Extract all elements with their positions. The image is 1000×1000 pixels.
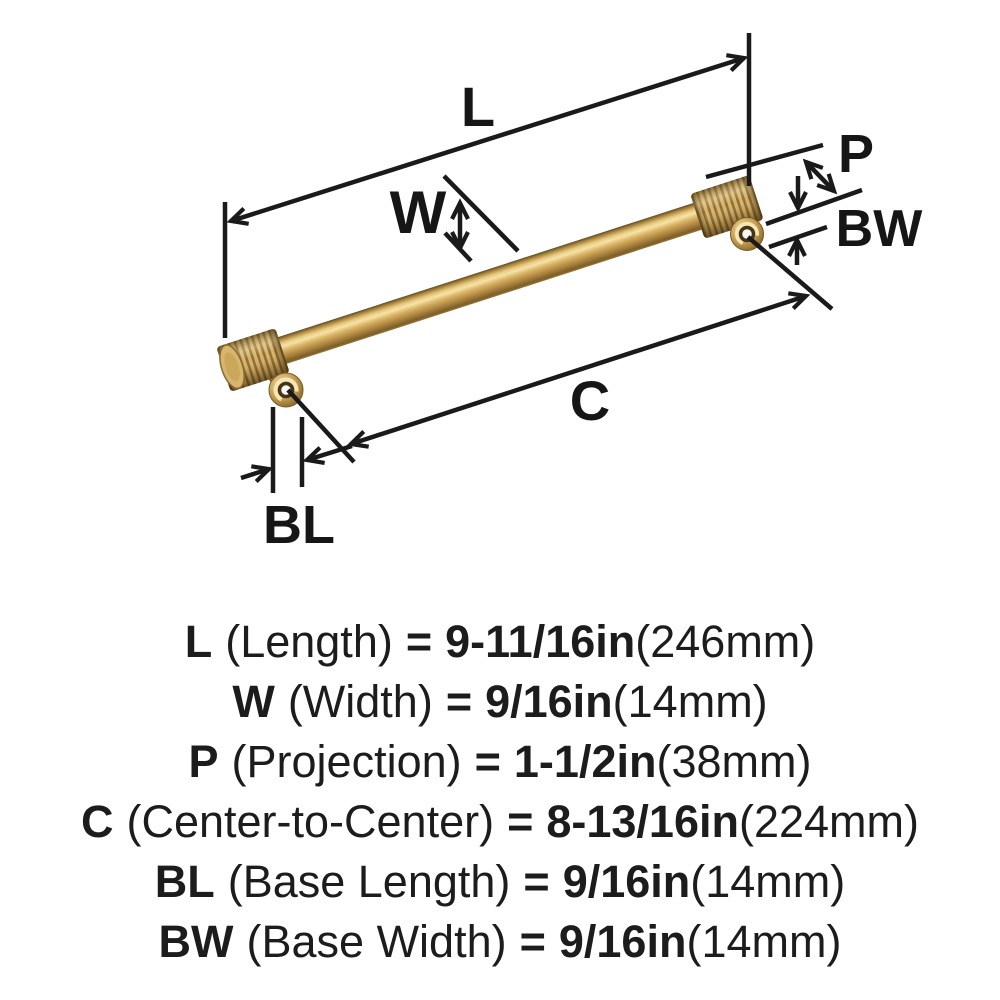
C-dimension-line: [346, 291, 811, 449]
BL-arrow-left: [240, 464, 274, 484]
equals-sign: =: [445, 676, 473, 727]
dim-value-metric: (14mm): [686, 916, 842, 967]
dim-abbr: BW: [158, 916, 234, 967]
legend-row-base-length: BL(Base Length)=9/16in(14mm): [0, 852, 1000, 912]
P-extension-lower: [765, 187, 863, 227]
P-dimension-arrow: [802, 158, 838, 195]
dim-abbr: P: [188, 736, 219, 787]
label-base-length: BL: [263, 495, 335, 555]
C-extension-right: [746, 235, 834, 311]
dim-value-imperial: 8-13/16in: [546, 796, 739, 847]
dim-value-metric: (38mm): [656, 736, 812, 787]
BL-arrow-right: [302, 443, 353, 465]
dim-term: (Base Length): [227, 856, 511, 907]
legend-row-base-width: BW(Base Width)=9/16in(14mm): [0, 912, 1000, 972]
dim-value-metric: (224mm): [738, 796, 920, 847]
dim-value-metric: (14mm): [690, 856, 846, 907]
label-width: W: [390, 179, 447, 246]
left-end-cap: [217, 329, 289, 391]
dim-value-imperial: 9/16in: [558, 916, 687, 967]
dim-term: (Projection): [231, 736, 462, 787]
equals-sign: =: [405, 616, 433, 667]
P-extension-upper: [705, 142, 824, 180]
handle: [217, 176, 764, 408]
equals-sign: =: [519, 916, 546, 967]
equals-sign: =: [523, 856, 550, 907]
dim-term: (Center-to-Center): [126, 796, 495, 847]
dim-value-imperial: 9/16in: [562, 856, 691, 907]
dim-value-imperial: 1-1/2in: [513, 736, 657, 787]
dim-term: (Width): [287, 676, 433, 727]
equals-sign: =: [507, 796, 534, 847]
dim-value-metric: (246mm): [635, 616, 816, 667]
legend-row-center-to-center: C(Center-to-Center)=8-13/16in(224mm): [0, 792, 1000, 852]
legend-row-width: W(Width)=9/16in(14mm): [0, 672, 1000, 732]
dim-term: (Length): [225, 616, 393, 667]
equals-sign: =: [474, 736, 501, 787]
dim-abbr: BL: [154, 856, 215, 907]
dim-abbr: C: [80, 796, 114, 847]
legend-row-length: L(Length)=9-11/16in(246mm): [0, 612, 1000, 672]
handle-bar: [217, 176, 763, 391]
dim-value-metric: (14mm): [612, 676, 768, 727]
dim-value-imperial: 9-11/16in: [445, 616, 636, 667]
handle-dimension-drawing: L W P BW C BL: [217, 33, 924, 555]
C-extension-left: [286, 388, 356, 464]
label-center-to-center: C: [570, 369, 610, 432]
W-tick-upper: [442, 174, 520, 253]
measurement-legend: L(Length)=9-11/16in(246mm) W(Width)=9/16…: [0, 612, 1000, 972]
label-projection: P: [838, 124, 874, 184]
dimension-annotations: [222, 33, 863, 493]
dim-value-imperial: 9/16in: [485, 676, 613, 727]
legend-row-projection: P(Projection)=1-1/2in(38mm): [0, 732, 1000, 792]
dim-term: (Base Width): [246, 916, 507, 967]
label-length: L: [461, 75, 495, 138]
L-dimension-line: [226, 53, 749, 226]
dim-abbr: L: [184, 616, 213, 667]
dim-abbr: W: [232, 676, 275, 727]
label-base-width: BW: [836, 200, 924, 258]
